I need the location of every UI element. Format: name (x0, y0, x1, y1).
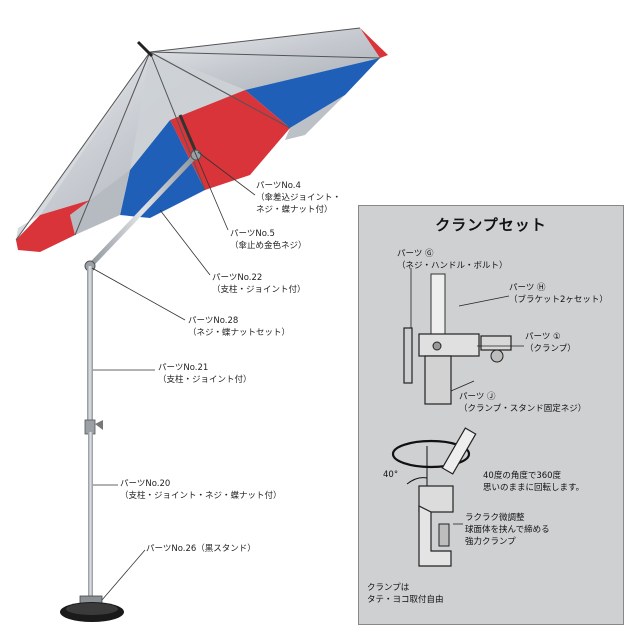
pole-lower (88, 432, 93, 602)
black-stand-highlight (66, 603, 118, 615)
leader-lines (91, 121, 256, 601)
umbrella-tip (136, 40, 154, 58)
pole-upper (87, 266, 93, 426)
label-part-28: パーツNo.28 （ネジ・蝶ナットセット） (188, 316, 291, 338)
clamp-label-h: パーツ Ⓗ （ブラケット2ヶセット） (509, 283, 608, 305)
clamp-label-mount: クランプは タテ・ヨコ取付自由 (367, 583, 444, 605)
clamp-bolt (432, 341, 442, 351)
pole-joint-21 (84, 419, 96, 435)
canopy-panel-silver-front (70, 170, 130, 235)
rotation-circle (391, 439, 471, 469)
angle-arc (406, 477, 428, 485)
canopy-panel-blue-center (120, 120, 205, 218)
clamp-pole (430, 273, 446, 337)
holder-arm (86, 153, 198, 270)
clamp-label-j: パーツ Ⓙ （クランプ・スタンド固定ネジ） (459, 392, 587, 414)
clamp-label-i: パーツ ① （クランプ） (525, 332, 576, 354)
angle-mark: 40° (383, 470, 399, 480)
label-part-5: パーツNo.5 （傘止め金色ネジ） (230, 229, 307, 251)
lower-clamp-frame (418, 505, 452, 567)
wing-nut (95, 420, 103, 430)
clamp-body-lower (424, 355, 452, 405)
canopy-panel-silver-front-right (285, 95, 345, 140)
clamp-label-angle: 40度の角度で360度 思いのままに回転します。 (483, 471, 585, 493)
label-part-21: パーツNo.21 （支柱・ジョイント付） (158, 363, 252, 385)
clamp-label-g: パーツ Ⓖ （ネジ・ハンドル・ボルト） (397, 249, 508, 271)
canopy-ribs (15, 27, 381, 241)
label-part-26: パーツNo.26（黒スタンド） (146, 544, 256, 554)
tilted-pole (441, 427, 477, 475)
clamp-set-panel: クランプセット (358, 205, 624, 625)
clamp-knob (490, 349, 504, 363)
clamp-label-fine: ラクラク微調整 球面体を挟んで締める 強力クランプ (465, 513, 550, 547)
clamp-illustration (391, 268, 524, 567)
lower-clamp-screw (438, 523, 450, 547)
clamp-body-top (418, 333, 480, 357)
lower-clamp-head (418, 485, 454, 513)
umbrella-shaft (178, 114, 197, 151)
bracket-left (403, 327, 413, 384)
canopy-panel-red-right (360, 28, 388, 58)
canopy-panel-silver-top (150, 28, 380, 90)
canopy-panel-blue-right (245, 58, 380, 128)
clamp-leader-lines (410, 268, 524, 392)
canopy-panel-blue-far-left (130, 52, 245, 170)
label-part-22: パーツNo.22 （支柱・ジョイント付） (212, 273, 306, 295)
clamp-set-title: クランプセット (435, 216, 547, 234)
bracket-right (480, 335, 512, 351)
label-part-4: パーツNo.4 （傘差込ジョイント・ ネジ・蝶ナット付） (256, 181, 342, 215)
canopy-panel-red-left (16, 200, 90, 252)
label-part-20: パーツNo.20 （支柱・ジョイント・ネジ・蝶ナット付） (120, 479, 282, 501)
